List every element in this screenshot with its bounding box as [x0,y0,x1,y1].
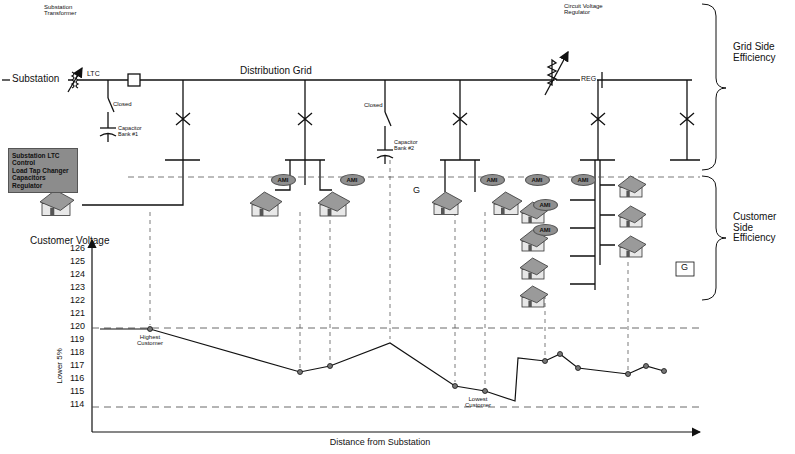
house-icon [318,192,350,216]
switch-state: Closed [364,102,383,108]
house-icon [618,176,646,197]
meter-label: AMI [578,177,589,183]
bracket-label: Grid Side Efficiency [733,42,793,63]
axis-tick: 115 [70,387,84,396]
substation-label: Substation [12,74,59,85]
band-label: Lower 5% [56,348,64,384]
axis-tick: 124 [70,270,85,279]
axis-tick: 123 [70,283,85,292]
axis-tick: 117 [70,361,84,370]
meter-label: AMI [487,177,498,183]
house-icon [492,192,522,215]
ami-meter: AMI [533,224,558,236]
axis-tick: 119 [70,335,84,344]
regulator-label: Circuit Voltage Regulator [564,3,614,16]
axis-tick: 116 [70,374,84,383]
customer-note: Highest Customer [135,334,165,347]
house-icon [432,192,462,215]
customer-note: Lowest Customer [463,396,493,409]
axis-tick: 125 [70,257,85,266]
bracket-label: Customer Side Efficiency [733,212,793,244]
ami-meter: AMI [480,174,505,186]
ami-meter: AMI [571,174,596,186]
house-icon [250,192,282,216]
house-icon [618,236,646,257]
box-body: Load Tap Changer Capacitors Regulator [12,167,74,189]
axis-tick: 121 [70,309,85,318]
house-icon [520,286,548,307]
switch-state: Closed [113,101,132,107]
box-heading: Substation LTC Control [12,152,74,167]
house-icon [618,206,646,227]
capacitor-label: Capacitor Bank #1 [118,126,152,138]
meter-label: AMI [540,202,551,208]
axis-tick: 114 [70,400,84,409]
house-icon [40,190,74,216]
ltc-label: LTC [86,70,101,77]
ami-meter: AMI [525,174,550,186]
generator-mark: G [681,263,688,272]
meter-label: AMI [347,177,358,183]
axis-tick: 122 [70,296,85,305]
ami-meter: AMI [271,174,296,186]
axis-title: Distance from Substation [330,438,431,447]
ami-meter: AMI [340,174,365,186]
house-icon [520,258,548,279]
axis-tick: 120 [70,322,85,331]
axis-title: Customer Voltage [30,236,110,247]
control-box: Substation LTC ControlLoad Tap Changer C… [8,148,78,193]
axis-tick: 118 [70,348,84,357]
meter-label: AMI [278,177,289,183]
generator-mark: G [413,186,420,195]
reg-label: REG [580,75,597,82]
meter-label: AMI [540,227,551,233]
meter-label: AMI [532,177,543,183]
grid-label: Distribution Grid [240,66,312,77]
capacitor-label: Capacitor Bank #2 [394,140,428,152]
ami-meter: AMI [533,199,558,211]
axis-tick: 126 [70,244,85,253]
transformer-label: Substation Transformer [44,4,82,17]
